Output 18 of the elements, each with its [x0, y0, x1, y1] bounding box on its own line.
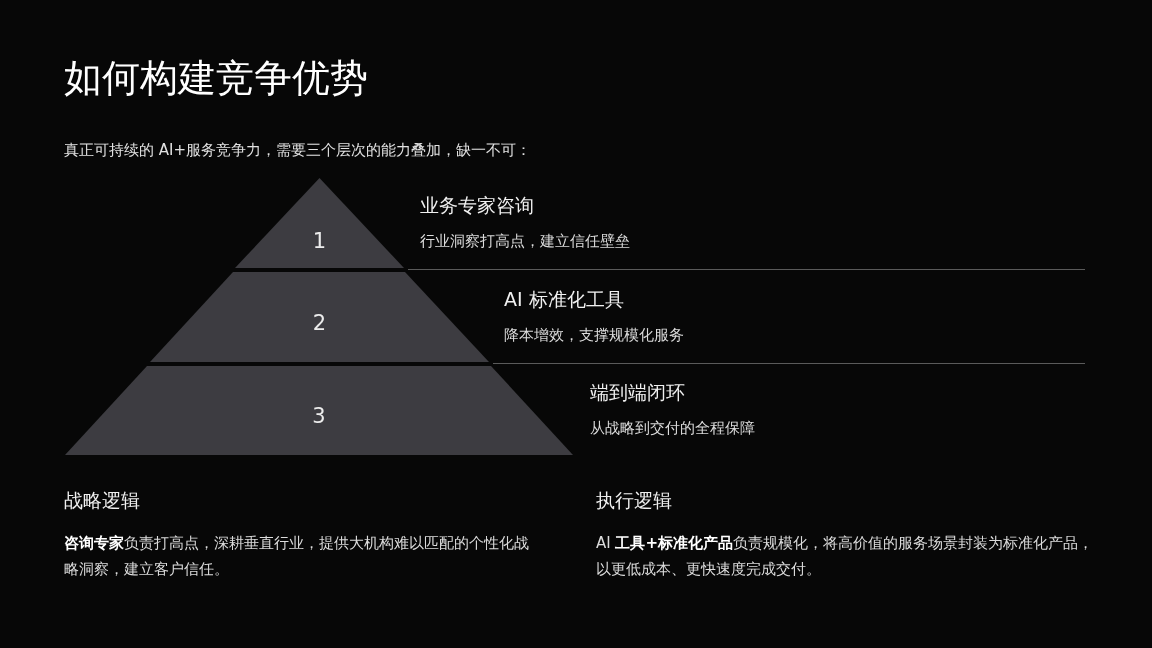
- tier-heading: AI 标准化工具: [504, 287, 624, 311]
- tier-number: 2: [312, 311, 327, 335]
- pyramid-tier: [65, 366, 573, 455]
- tier-number: 1: [312, 229, 327, 253]
- section-heading: 战略逻辑: [64, 488, 140, 512]
- section-paragraph: AI 工具+标准化产品负责规模化，将高价值的服务场景封装为标准化产品，以更低成本、更快速度完成交付。: [596, 533, 1095, 580]
- pyramid-tier: [235, 178, 404, 268]
- tier-heading: 端到端闭环: [590, 380, 685, 404]
- section-heading: 执行逻辑: [596, 488, 672, 512]
- tier-description: 降本增效，支撑规模化服务: [504, 325, 684, 346]
- section-paragraph: 咨询专家负责打高点，深耕垂直行业，提供大机构难以匹配的个性化战略洞察，建立客户信任。: [64, 533, 530, 580]
- tier-number: 3: [312, 404, 326, 428]
- tier-heading: 业务专家咨询: [420, 193, 534, 217]
- pyramid-tier: [150, 272, 489, 362]
- tier-description: 行业洞察打高点，建立信任壁垒: [420, 231, 630, 252]
- slide-title: 如何构建竞争优势: [64, 55, 368, 101]
- subtitle: 真正可持续的 AI+服务竞争力，需要三个层次的能力叠加，缺一不可：: [64, 140, 532, 161]
- tier-description: 从战略到交付的全程保障: [590, 418, 755, 439]
